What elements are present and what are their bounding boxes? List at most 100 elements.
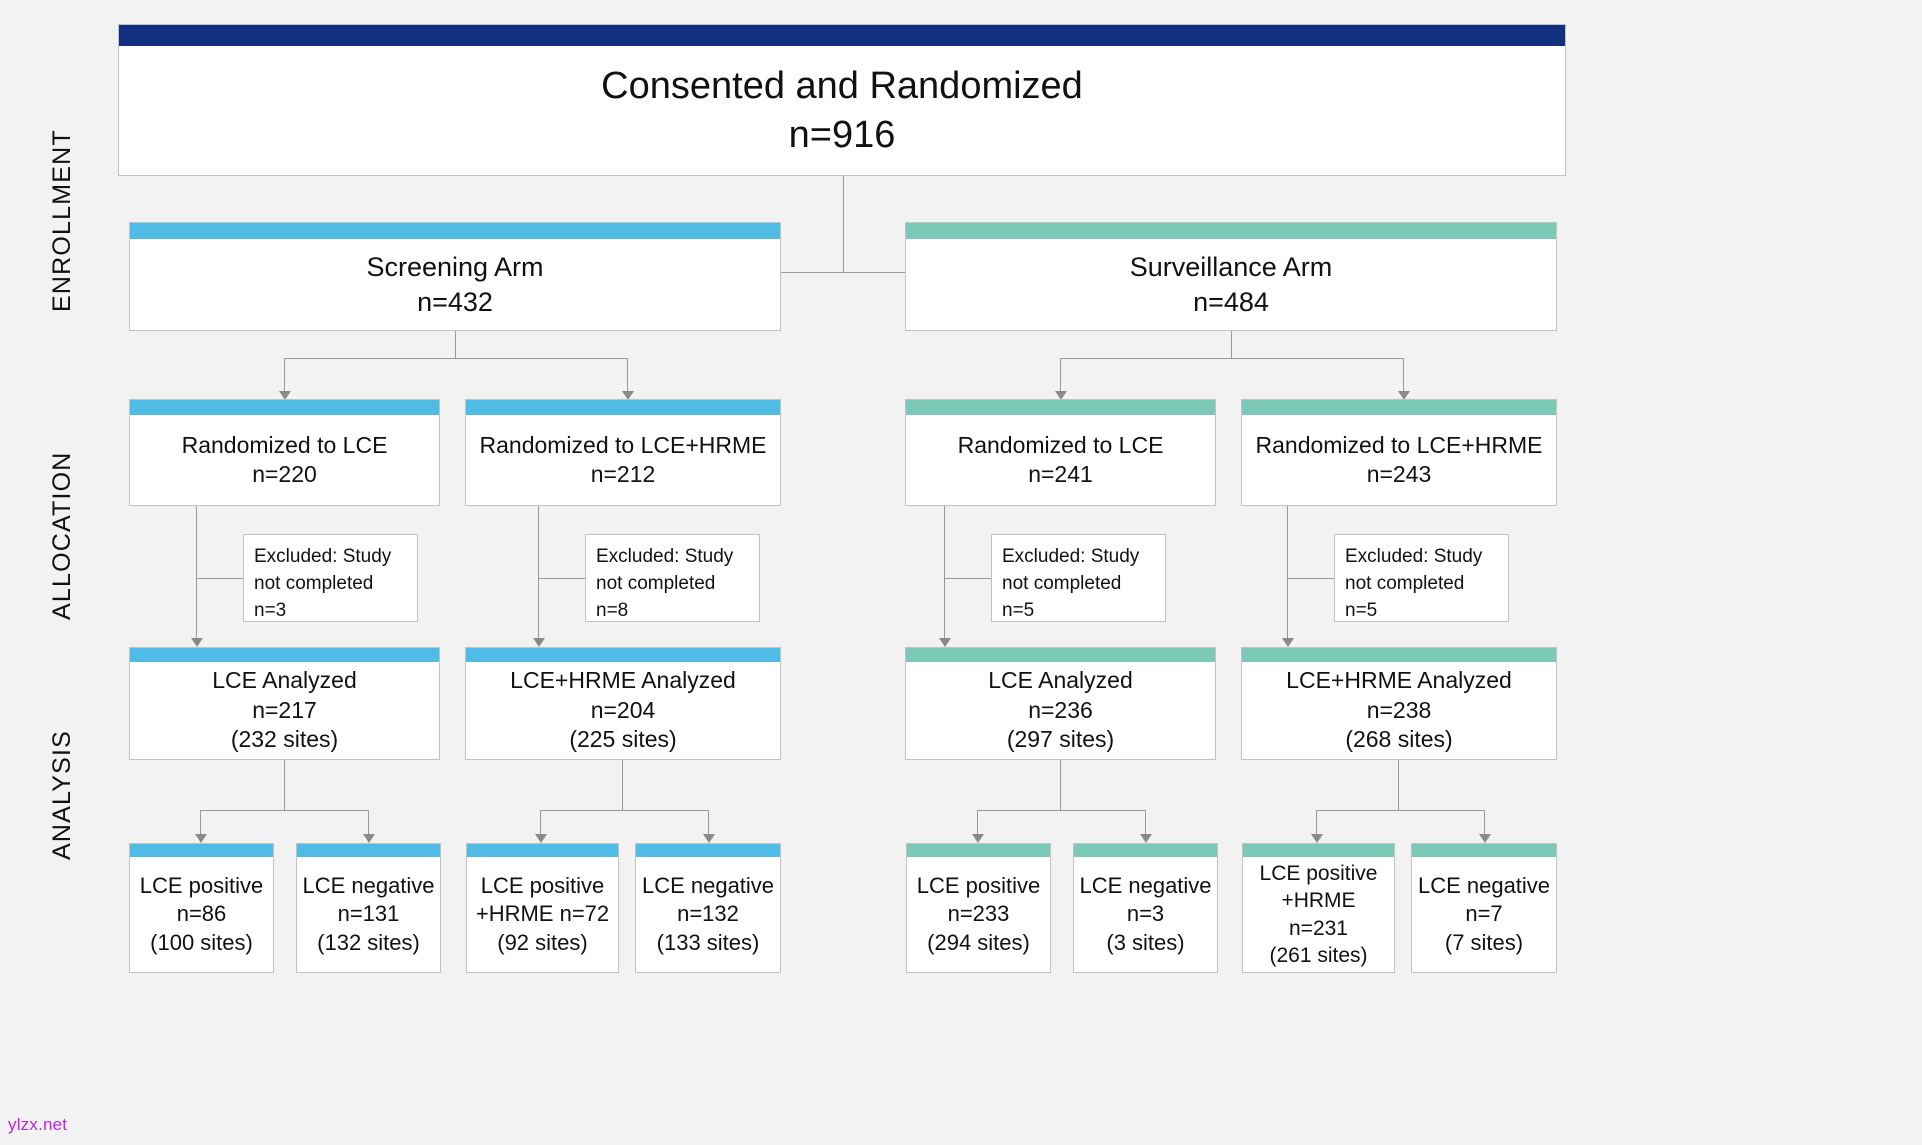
connector-res6-drop (1145, 810, 1146, 837)
box-header-band (130, 400, 439, 415)
connector-excl1-tee (196, 578, 243, 579)
analyzed-title: LCE Analyzed (212, 667, 357, 694)
alloc-title: Randomized to LCE (957, 431, 1164, 458)
excluded-line-2: not completed (596, 572, 716, 594)
connector-res7-drop (1316, 810, 1317, 837)
connector-screening-down (455, 331, 456, 358)
box-header-band (466, 648, 780, 662)
connector-res8-drop (1484, 810, 1485, 837)
alloc-count: n=243 (1366, 461, 1432, 487)
connector-excl3-tee (944, 578, 991, 579)
excluded-line-2: not completed (254, 572, 374, 594)
phase-label-allocation: ALLOCATION (48, 451, 76, 620)
analyzed-title: LCE Analyzed (988, 667, 1133, 694)
analyzed-count: n=217 (252, 696, 317, 723)
arrow-to-result-3 (535, 834, 547, 843)
arrow-to-result-7 (1311, 834, 1323, 843)
arrow-to-result-6 (1140, 834, 1152, 843)
box-surveillance-arm: Surveillance Arm n=484 (905, 222, 1557, 331)
box-result-scr-lcehrme-positive: LCE positive +HRME n=72 (92 sites) (466, 843, 619, 973)
result-line-2: n=86 (176, 901, 227, 927)
excluded-count: n=5 (1002, 599, 1035, 621)
box-excluded-2: Excluded: Study not completed n=8 (585, 534, 760, 622)
result-line-2: +HRME n=72 (475, 901, 610, 927)
connector-screening-split (284, 358, 627, 359)
alloc-count: n=241 (1028, 461, 1093, 487)
alloc-title: Randomized to LCE+HRME (1255, 431, 1543, 458)
alloc-title: Randomized to LCE+HRME (479, 431, 767, 458)
box-result-sur-lce-negative: LCE negative n=3 (3 sites) (1073, 843, 1218, 973)
box-header-band (130, 223, 780, 239)
excluded-line-2: not completed (1345, 572, 1465, 594)
watermark: ylzx.net (8, 1115, 68, 1134)
result-line-1: LCE negative (641, 872, 775, 898)
analyzed-title: LCE+HRME Analyzed (510, 667, 736, 694)
box-analyzed-surveillance-lce: LCE Analyzed n=236 (297 sites) (905, 647, 1216, 760)
analyzed-count: n=236 (1028, 696, 1093, 723)
analyzed-sites: (225 sites) (569, 726, 677, 753)
connector-excl4-tee (1287, 578, 1334, 579)
connector-an4-down (1398, 760, 1399, 810)
surveillance-arm-count: n=484 (1193, 286, 1269, 317)
result-line-3: (100 sites) (150, 929, 253, 955)
arrow-to-result-5 (972, 834, 984, 843)
arrow-to-result-1 (195, 834, 207, 843)
arrow-to-sur-lce (1055, 391, 1067, 400)
connector-an1-down (284, 760, 285, 810)
excluded-line-1: Excluded: Study (596, 546, 734, 567)
box-excluded-1: Excluded: Study not completed n=3 (243, 534, 418, 622)
connector-an2-down (622, 760, 623, 810)
box-header-band (130, 648, 439, 662)
analyzed-sites: (268 sites) (1345, 726, 1453, 753)
arrow-to-result-8 (1479, 834, 1491, 843)
result-line-3: (7 sites) (1444, 929, 1524, 955)
excluded-line-1: Excluded: Study (1345, 546, 1483, 567)
box-header-band (297, 844, 440, 857)
connector-surveillance-left-drop (1060, 358, 1061, 394)
box-result-scr-lce-negative: LCE negative n=131 (132 sites) (296, 843, 441, 973)
box-analyzed-surveillance-lce-hrme: LCE+HRME Analyzed n=238 (268 sites) (1241, 647, 1557, 760)
connector-alloc2-stem (538, 506, 539, 641)
box-result-scr-lce-positive: LCE positive n=86 (100 sites) (129, 843, 274, 973)
connector-surveillance-right-drop (1403, 358, 1404, 394)
box-header-band (1242, 648, 1556, 662)
box-header-band (119, 25, 1565, 46)
arrow-to-result-2 (363, 834, 375, 843)
analyzed-count: n=204 (590, 696, 656, 723)
excluded-line-1: Excluded: Study (1002, 546, 1140, 567)
connector-an4-split (1316, 810, 1484, 811)
alloc-count: n=220 (252, 461, 317, 487)
box-header-band (907, 844, 1050, 857)
box-alloc-surveillance-lce: Randomized to LCE n=241 (905, 399, 1216, 506)
connector-an1-split (200, 810, 368, 811)
box-excluded-3: Excluded: Study not completed n=5 (991, 534, 1166, 622)
arrow-to-analyzed-4 (1282, 638, 1294, 647)
box-result-sur-lcehrme-positive: LCE positive +HRME n=231 (261 sites) (1242, 843, 1395, 973)
surveillance-arm-title: Surveillance Arm (1129, 251, 1333, 282)
connector-res5-drop (977, 810, 978, 837)
alloc-count: n=212 (590, 461, 656, 487)
result-line-3: (3 sites) (1106, 929, 1185, 955)
analyzed-sites: (297 sites) (1006, 726, 1115, 753)
result-line-2: n=3 (1126, 901, 1165, 927)
result-line-3: (92 sites) (497, 929, 588, 955)
connector-surveillance-down (1231, 331, 1232, 358)
box-header-band (906, 223, 1556, 239)
result-line-1: LCE negative (1417, 872, 1551, 898)
connector-screening-left-drop (284, 358, 285, 394)
arrow-to-result-4 (703, 834, 715, 843)
excluded-count: n=8 (596, 599, 629, 621)
phase-label-analysis: ANALYSIS (48, 729, 76, 860)
connector-alloc1-stem (196, 506, 197, 641)
excluded-count: n=5 (1345, 599, 1378, 621)
box-analyzed-screening-lce: LCE Analyzed n=217 (232 sites) (129, 647, 440, 760)
screening-arm-count: n=432 (417, 286, 493, 317)
result-line-1: LCE negative (1079, 872, 1212, 898)
result-line-2: n=131 (337, 901, 400, 927)
analyzed-count: n=238 (1366, 696, 1432, 723)
analyzed-title: LCE+HRME Analyzed (1286, 667, 1512, 694)
box-alloc-surveillance-lce-hrme: Randomized to LCE+HRME n=243 (1241, 399, 1557, 506)
connector-surveillance-split (1060, 358, 1403, 359)
result-line-2: n=132 (677, 901, 739, 927)
